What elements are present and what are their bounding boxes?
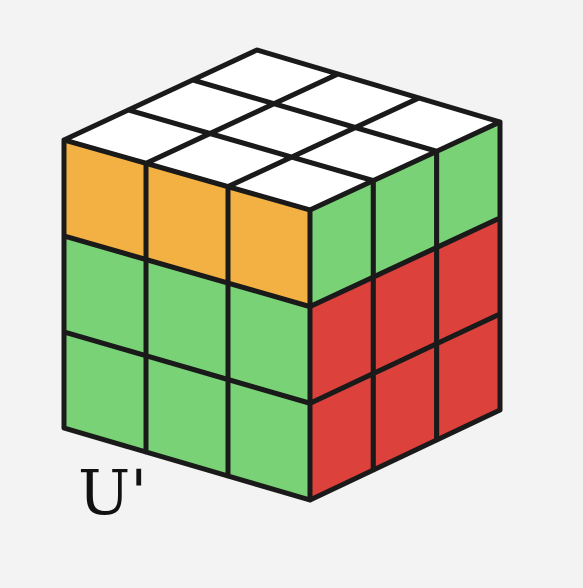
front-sticker-2-0: [61, 329, 149, 455]
front-sticker-2-1: [143, 353, 231, 479]
cube-face-front: [61, 137, 313, 503]
cube-face-right: [307, 119, 503, 503]
front-sticker-2-2: [225, 377, 313, 503]
right-sticker-2-2: [434, 311, 503, 443]
move-notation-label: U': [78, 456, 148, 529]
